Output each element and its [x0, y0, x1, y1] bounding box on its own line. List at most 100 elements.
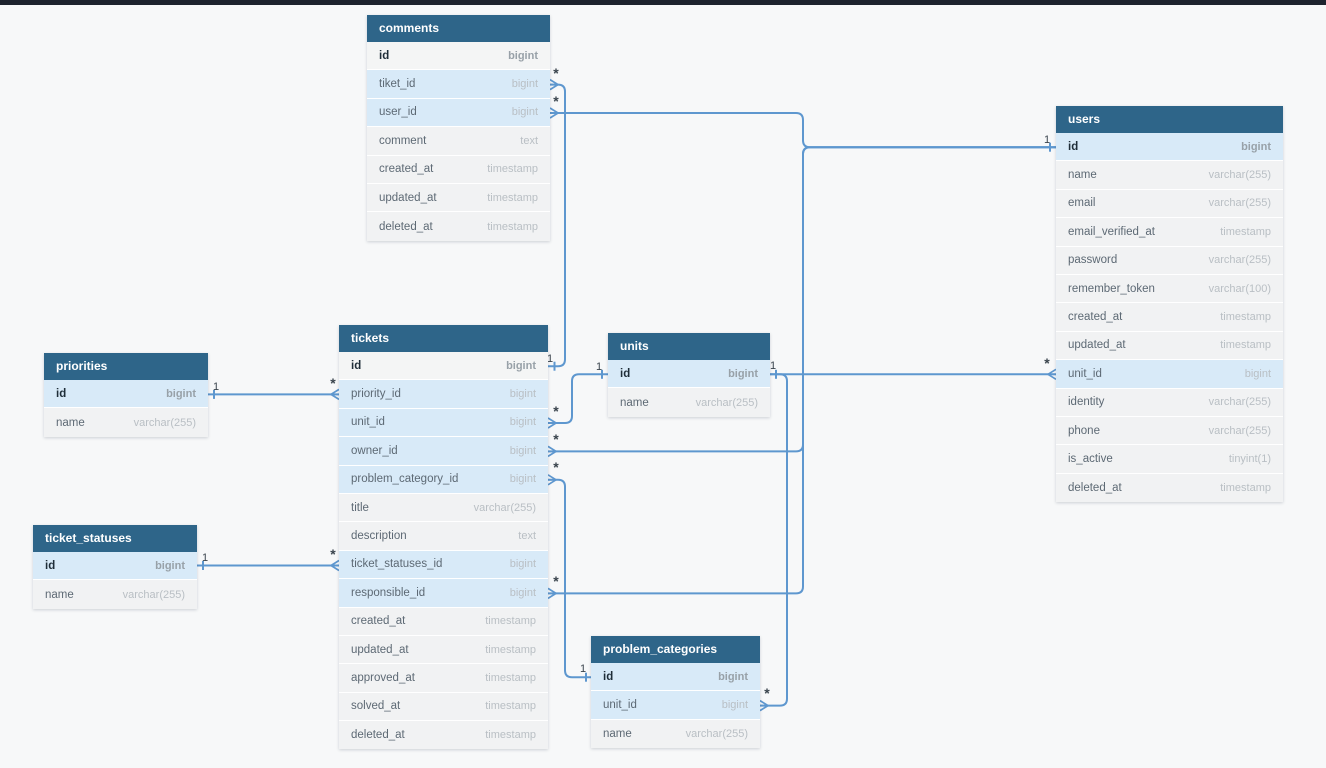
column-name: name: [1068, 169, 1097, 182]
column-type: varchar(255): [1208, 169, 1271, 182]
column-row-users-deleted_at: deleted_at timestamp: [1056, 473, 1283, 503]
column-name: id: [351, 359, 362, 372]
cardinality-one-label: 1: [580, 663, 586, 675]
column-type: timestamp: [485, 643, 536, 656]
column-row-tickets-deleted_at: deleted_at timestamp: [339, 721, 548, 750]
table-header-users[interactable]: users: [1056, 106, 1283, 133]
column-type: varchar(255): [473, 501, 536, 514]
column-row-users-name: name varchar(255): [1056, 161, 1283, 190]
column-name: solved_at: [351, 700, 401, 713]
column-name: remember_token: [1068, 282, 1155, 295]
window-top-bar: [0, 0, 1326, 5]
column-name: deleted_at: [1068, 481, 1122, 494]
table-header-tickets[interactable]: tickets: [339, 325, 548, 352]
column-name: id: [603, 670, 614, 683]
column-type: bigint: [718, 670, 748, 683]
column-type: timestamp: [485, 729, 536, 742]
column-type: timestamp: [485, 671, 536, 684]
column-row-tickets-responsible_id: responsible_id bigint: [339, 579, 548, 608]
relationship-units.id->users.unit_id: *1: [770, 355, 1057, 381]
column-type: varchar(255): [133, 416, 196, 429]
column-row-problem_categories-id: id bigint: [591, 663, 760, 692]
column-row-units-name: name varchar(255): [608, 388, 770, 417]
cardinality-many-label: *: [553, 459, 559, 475]
cardinality-many-label: *: [330, 375, 336, 391]
column-row-comments-deleted_at: deleted_at timestamp: [367, 212, 550, 241]
cardinality-one-label: 1: [770, 360, 776, 372]
column-name: id: [620, 367, 631, 380]
cardinality-one-label: 1: [1044, 134, 1050, 146]
column-type: timestamp: [485, 700, 536, 713]
column-name: name: [620, 396, 649, 409]
column-name: title: [351, 501, 369, 514]
relationship-comments.tiket_id->tickets.id: *1: [547, 65, 566, 371]
column-name: updated_at: [1068, 339, 1126, 352]
column-name: email_verified_at: [1068, 225, 1155, 238]
table-header-units[interactable]: units: [608, 333, 770, 360]
column-type: varchar(100): [1208, 282, 1271, 295]
column-type: varchar(255): [1208, 396, 1271, 409]
column-type: timestamp: [1220, 311, 1271, 324]
column-type: bigint: [728, 367, 758, 380]
table-header-ticket_statuses[interactable]: ticket_statuses: [33, 525, 197, 552]
column-name: problem_category_id: [351, 473, 459, 486]
column-name: identity: [1068, 396, 1105, 409]
column-type: bigint: [511, 106, 538, 119]
column-name: unit_id: [351, 416, 385, 429]
column-name: deleted_at: [379, 220, 433, 233]
column-type: varchar(255): [1208, 424, 1271, 437]
column-name: user_id: [379, 106, 417, 119]
cardinality-one-label: 1: [213, 381, 219, 393]
column-type: bigint: [509, 444, 536, 457]
column-name: email: [1068, 197, 1096, 210]
column-name: approved_at: [351, 671, 415, 684]
column-row-users-remember_token: remember_token varchar(100): [1056, 274, 1283, 304]
column-type: timestamp: [487, 220, 538, 233]
column-type: bigint: [508, 49, 538, 62]
table-header-priorities[interactable]: priorities: [44, 353, 208, 380]
column-name: unit_id: [1068, 367, 1102, 380]
column-name: deleted_at: [351, 729, 405, 742]
cardinality-one-label: 1: [596, 361, 602, 373]
relationship-tickets.unit_id->units.id: *1: [547, 361, 608, 429]
column-name: responsible_id: [351, 586, 426, 599]
column-row-tickets-title: title varchar(255): [339, 493, 548, 523]
column-row-comments-user_id: user_id bigint: [367, 98, 550, 128]
column-type: varchar(255): [695, 396, 758, 409]
column-type: text: [518, 530, 536, 543]
table-header-comments[interactable]: comments: [367, 15, 550, 42]
cardinality-many-label: *: [553, 93, 559, 109]
table-header-problem_categories[interactable]: problem_categories: [591, 636, 760, 663]
column-type: bigint: [509, 586, 536, 599]
column-type: timestamp: [487, 163, 538, 176]
column-type: bigint: [1241, 140, 1271, 153]
column-type: bigint: [511, 78, 538, 91]
table-units[interactable]: units id bigint name varchar(255): [608, 333, 770, 417]
column-name: is_active: [1068, 452, 1113, 465]
column-name: priority_id: [351, 388, 401, 401]
column-name: unit_id: [603, 699, 637, 712]
column-type: timestamp: [1220, 481, 1271, 494]
